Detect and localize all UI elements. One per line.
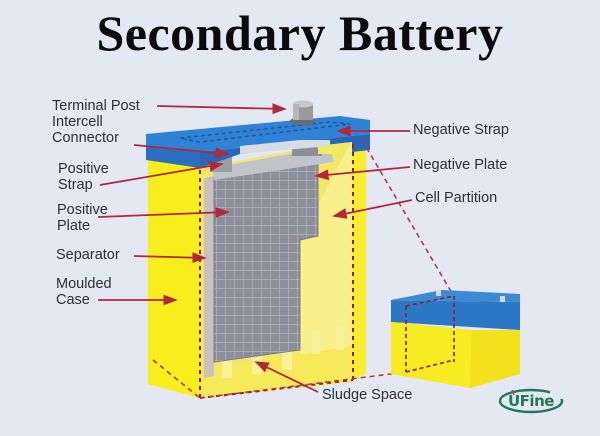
large-cell-cutaway: [146, 100, 457, 399]
ufine-logo: UFine: [498, 387, 564, 415]
label-intercell-connector-line2: Connector: [52, 130, 119, 146]
label-terminal-post: Terminal Post: [52, 98, 140, 114]
label-sludge-space: Sludge Space: [322, 387, 413, 403]
label-separator: Separator: [56, 247, 120, 263]
label-moulded-case-line1: Moulded: [56, 276, 112, 292]
label-positive-plate-line2: Plate: [57, 218, 91, 234]
label-cell-partition: Cell Partition: [415, 190, 498, 206]
label-positive-strap-line2: Strap: [58, 177, 93, 193]
label-negative-plate: Negative Plate: [413, 157, 508, 173]
leader-arrows: [97, 103, 413, 393]
label-positive-plate-line1: Positive: [57, 202, 108, 218]
logo-text: UFine: [508, 392, 554, 410]
label-positive-strap-line1: Positive: [58, 161, 109, 177]
small-battery-illustration: [391, 290, 520, 388]
diagram-title: Secondary Battery: [96, 5, 504, 61]
label-moulded-case-line2: Case: [56, 292, 90, 308]
label-intercell-connector-line1: Intercell: [52, 114, 103, 130]
logo-swoosh-icon: [498, 388, 564, 414]
label-negative-strap: Negative Strap: [413, 122, 509, 138]
